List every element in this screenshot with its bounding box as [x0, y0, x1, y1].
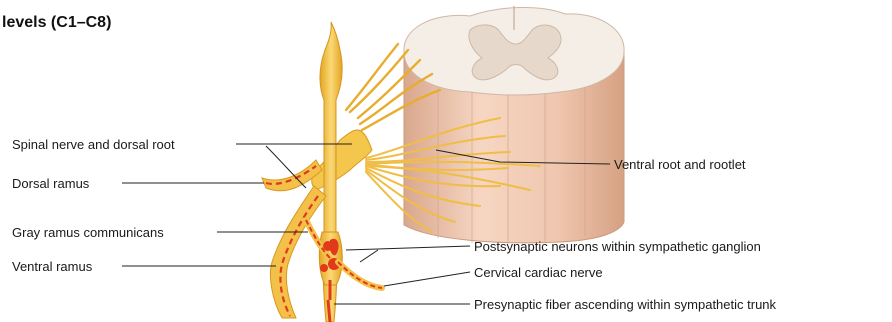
- label-ventral-ramus: Ventral ramus: [12, 259, 93, 274]
- ventral-ramus: [270, 186, 326, 318]
- label-cervical-cardiac-nerve: Cervical cardiac nerve: [474, 265, 603, 280]
- label-dorsal-ramus: Dorsal ramus: [12, 176, 90, 191]
- cervical-cardiac-nerve: [338, 262, 382, 288]
- figure-title: levels (C1–C8): [2, 14, 111, 31]
- spinal-cord-segment: [404, 6, 624, 244]
- label-gray-ramus: Gray ramus communicans: [12, 225, 164, 240]
- spinal-nerve: [312, 130, 372, 190]
- label-postsynaptic-neurons: Postsynaptic neurons within sympathetic …: [474, 239, 761, 254]
- label-ventral-root-rootlet: Ventral root and rootlet: [614, 157, 746, 172]
- label-spinal-nerve-dorsal-root: Spinal nerve and dorsal root: [12, 137, 175, 152]
- label-presynaptic-fiber: Presynaptic fiber ascending within sympa…: [474, 297, 777, 312]
